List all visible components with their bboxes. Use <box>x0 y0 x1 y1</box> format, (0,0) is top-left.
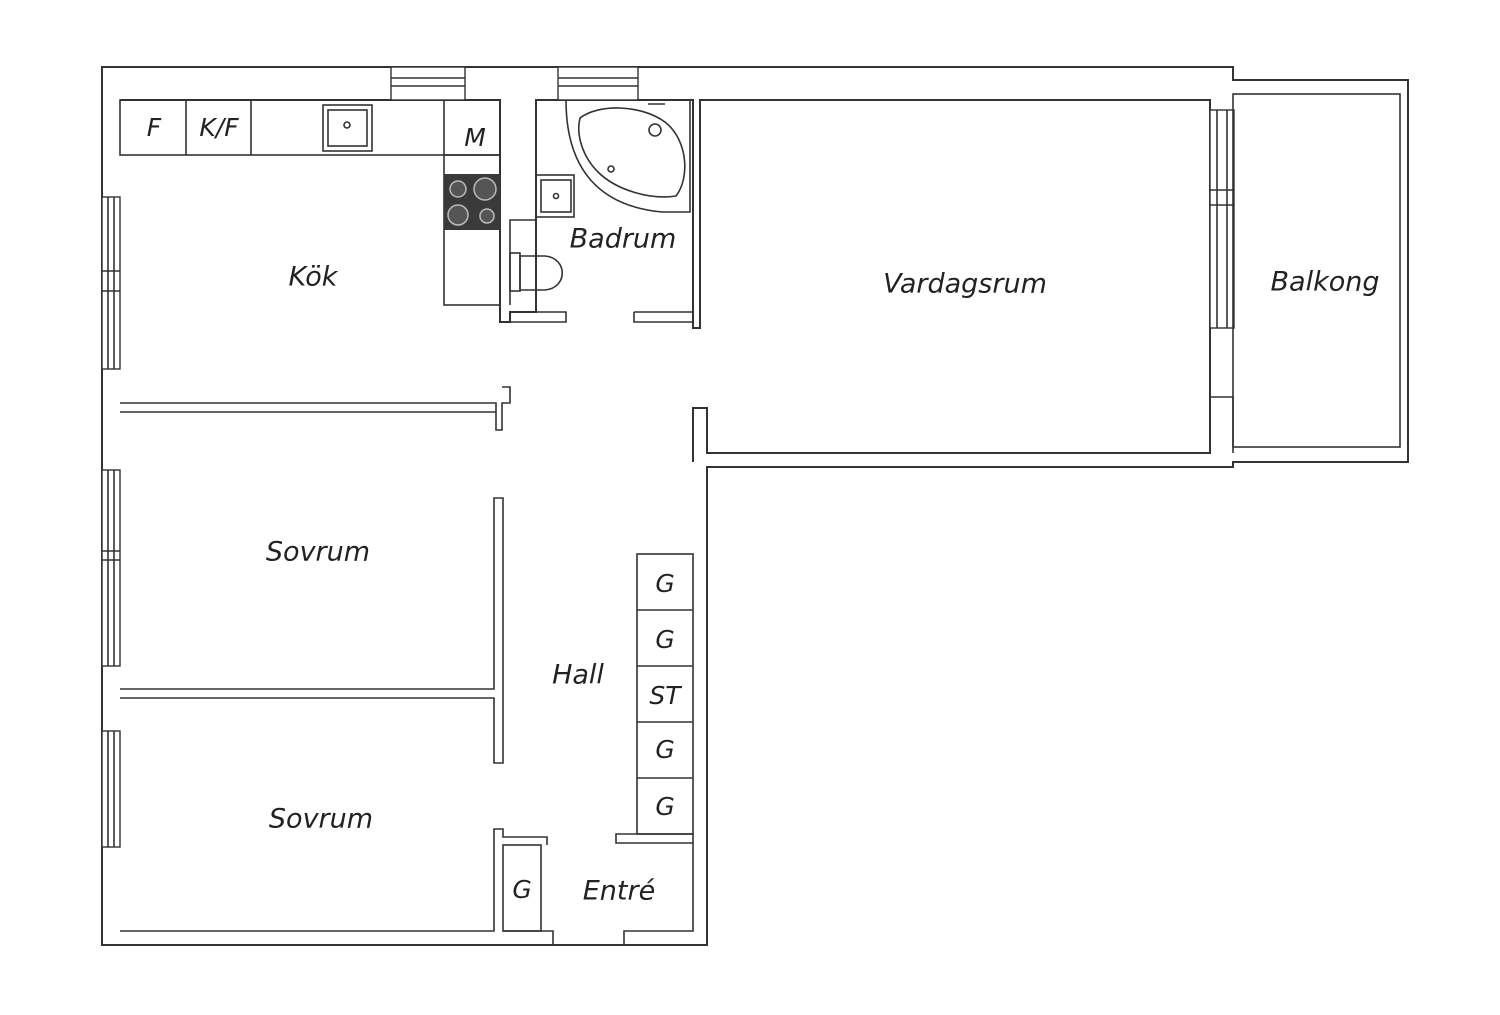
kitchen-sink-icon <box>322 104 373 152</box>
room-label-badrum: Badrum <box>570 224 677 255</box>
fixture-label-fridge-freezer: K/F <box>199 113 239 142</box>
living-room <box>1210 396 1234 453</box>
bathtub-icon <box>565 99 691 213</box>
window-bedroom-2-left <box>101 730 121 848</box>
window-kitchen-top <box>390 66 466 101</box>
bathroom <box>509 99 693 323</box>
kitchen <box>119 99 511 431</box>
outer-walls <box>101 66 1409 946</box>
hall-wardrobes <box>636 553 694 835</box>
windows <box>101 66 1235 848</box>
fixture-label-wardrobe-4: G <box>655 792 674 821</box>
bathroom-sink-icon <box>535 174 575 218</box>
room-label-entre: Entré <box>583 876 655 907</box>
room-label-hall: Hall <box>552 660 604 691</box>
fixture-label-microwave: M <box>464 123 486 152</box>
window-bathroom-top <box>557 66 639 101</box>
stove-icon <box>444 174 500 230</box>
balcony <box>1232 93 1401 448</box>
entry <box>502 833 694 945</box>
window-living-right <box>1209 109 1235 329</box>
fixture-label-wardrobe-3: G <box>655 735 674 764</box>
fixture-label-storage: ST <box>649 681 682 710</box>
fixture-label-entry-wardrobe: G <box>512 875 531 904</box>
bedrooms <box>120 497 548 932</box>
room-label-balkong: Balkong <box>1271 267 1380 298</box>
fixture-label-wardrobe-1: G <box>655 569 674 598</box>
kitchen-counter <box>119 99 501 156</box>
room-label-vardagsrum: Vardagsrum <box>883 269 1047 300</box>
room-label-sovrum-2: Sovrum <box>269 804 373 835</box>
window-kitchen-left <box>101 196 121 370</box>
window-bedroom-1-left <box>101 469 121 667</box>
room-label-sovrum-1: Sovrum <box>266 537 370 568</box>
fixture-label-fridge: F <box>147 113 162 142</box>
fixture-label-wardrobe-2: G <box>655 625 674 654</box>
room-label-kok: Kök <box>289 262 339 293</box>
toilet-icon <box>509 252 563 292</box>
